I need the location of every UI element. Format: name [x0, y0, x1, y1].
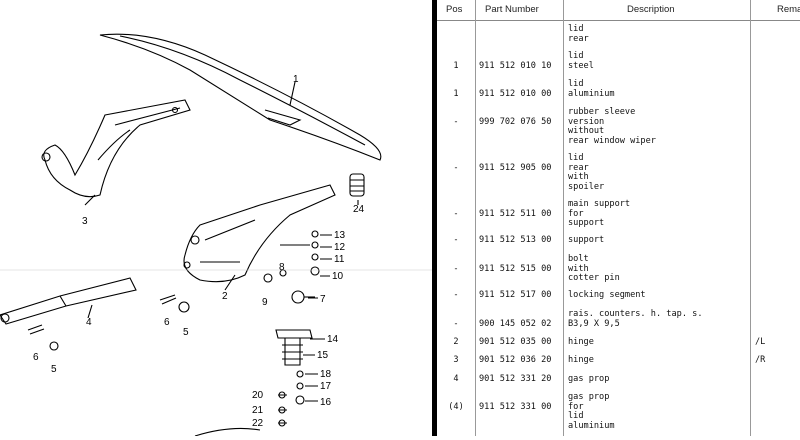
- table-cell-desc: lid rear: [568, 24, 589, 44]
- exploded-parts-diagram: 1 2 3 4 5 6 7 8 9 10 11 12 13 14 15 16 1…: [0, 33, 432, 437]
- callout-21: 21: [252, 405, 264, 416]
- gas-prop-drawing: [0, 277, 137, 325]
- table-cell-pos: -: [453, 208, 459, 219]
- callout-22: 22: [252, 418, 264, 429]
- table-cell-pos: 1: [453, 88, 459, 99]
- table-cell-desc: lid rear with spoiler: [568, 153, 605, 192]
- lock-part-drawing: [275, 329, 313, 339]
- pane-divider[interactable]: [432, 0, 437, 436]
- diagram-drawing: 1 2 3 4 5 6 7 8 9 10 11 12 13 14 15 16 1…: [0, 33, 432, 437]
- column-divider: [563, 0, 564, 436]
- callout-3: 3: [82, 216, 88, 227]
- table-cell-pos: 3: [453, 355, 459, 365]
- table-cell-part: 901 512 035 00: [479, 337, 552, 347]
- table-cell-pos: 2: [453, 337, 459, 347]
- callout-16: 16: [320, 397, 332, 408]
- table-cell-desc: rais. counters. h. tap. s. B3,9 X 9,5: [568, 309, 703, 329]
- callout-6: 6: [164, 317, 170, 328]
- callout-11: 11: [334, 254, 345, 265]
- callout-6-lower: 6: [33, 352, 39, 363]
- callout-10: 10: [332, 271, 344, 282]
- table-cell-part: 901 512 036 20: [479, 355, 552, 365]
- table-header: Pos Part Number Description Rema: [437, 0, 800, 21]
- callout-9: 9: [262, 297, 268, 308]
- table-cell-desc: support: [568, 235, 605, 245]
- table-cell-rem: /R: [755, 355, 766, 365]
- table-cell-part: 911 512 517 00: [479, 290, 552, 300]
- header-description: Description: [627, 4, 675, 15]
- table-cell-part: 999 702 076 50: [479, 116, 552, 127]
- header-part-number: Part Number: [485, 4, 539, 15]
- table-cell-desc: lid steel: [568, 51, 594, 71]
- table-cell-pos: -: [453, 318, 459, 329]
- table-cell-desc: hinge: [568, 337, 594, 347]
- callout-15: 15: [317, 350, 329, 361]
- table-cell-desc: rubber sleeve version without rear windo…: [568, 107, 656, 146]
- table-cell-part: 911 512 010 10: [479, 60, 552, 71]
- table-cell-pos: -: [453, 263, 459, 274]
- callout-13: 13: [334, 230, 346, 241]
- table-cell-desc: bolt with cotter pin: [568, 254, 620, 284]
- column-divider: [475, 0, 476, 436]
- table-cell-pos: (4): [448, 401, 464, 412]
- header-pos: Pos: [446, 4, 463, 15]
- callout-12: 12: [334, 242, 346, 253]
- table-cell-part: 911 512 511 00: [479, 208, 552, 219]
- table-cell-rem: /L: [755, 337, 766, 347]
- table-cell-pos: -: [453, 235, 459, 245]
- rear-lid-drawing: [99, 33, 382, 161]
- table-cell-desc: gas prop: [568, 374, 610, 384]
- table-cell-part: 911 512 331 00: [479, 401, 552, 412]
- table-cell-pos: 4: [453, 374, 459, 384]
- callout-4: 4: [86, 317, 92, 328]
- callout-8: 8: [279, 262, 285, 273]
- callout-2: 2: [222, 291, 228, 302]
- table-cell-part: 911 512 515 00: [479, 263, 552, 274]
- table-cell-desc: hinge: [568, 355, 594, 365]
- callout-7: 7: [320, 294, 326, 305]
- table-cell-part: 900 145 052 02: [479, 318, 552, 329]
- table-cell-desc: main support for support: [568, 199, 631, 229]
- table-cell-part: 911 512 010 00: [479, 88, 552, 99]
- callout-5-lower: 5: [51, 364, 57, 375]
- callout-17: 17: [320, 381, 332, 392]
- callout-1: 1: [293, 74, 299, 85]
- header-remarks: Rema: [777, 4, 800, 15]
- table-cell-pos: -: [453, 162, 459, 173]
- table-cell-part: 911 512 905 00: [479, 162, 552, 173]
- table-cell-pos: -: [453, 290, 459, 300]
- rubber-sleeve-drawing: [349, 173, 365, 197]
- table-cell-part: 901 512 331 20: [479, 374, 552, 384]
- hinge-right-drawing: [183, 184, 336, 283]
- callout-14: 14: [327, 334, 339, 345]
- callout-24: 24: [353, 204, 365, 215]
- hinge-left-drawing: [43, 99, 191, 198]
- table-cell-desc: locking segment: [568, 290, 646, 300]
- column-divider: [750, 0, 751, 436]
- table-cell-desc: lid aluminium: [568, 79, 615, 99]
- parts-table: Pos Part Number Description Rema lid rea…: [437, 0, 800, 436]
- callout-5: 5: [183, 327, 189, 338]
- callout-18: 18: [320, 369, 332, 380]
- callout-20: 20: [252, 390, 264, 401]
- table-cell-desc: gas prop for lid aluminium: [568, 392, 615, 431]
- table-cell-part: 911 512 513 00: [479, 235, 552, 245]
- table-cell-pos: -: [453, 116, 459, 127]
- table-cell-pos: 1: [453, 60, 459, 71]
